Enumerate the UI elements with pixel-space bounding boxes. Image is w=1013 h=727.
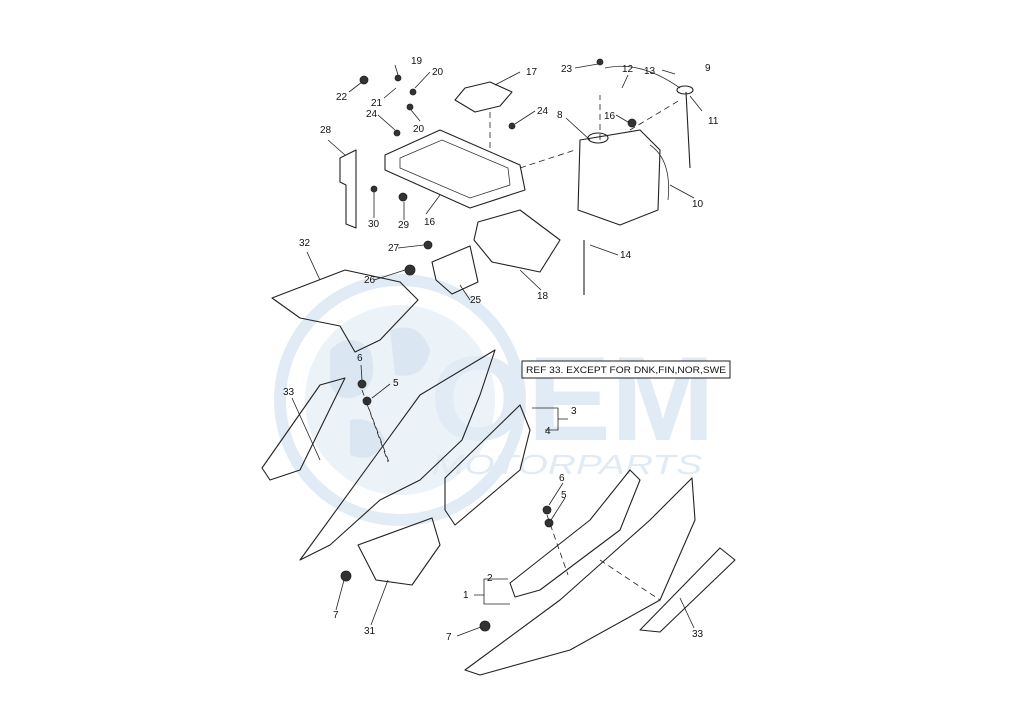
- part-24-bolt-b: [508, 122, 516, 130]
- callout-16-a: 16: [604, 111, 616, 122]
- callout-27: 27: [388, 243, 400, 254]
- part-16-bolt: [627, 118, 637, 128]
- callout-33-a: 33: [283, 387, 295, 398]
- callout-6-a: 6: [357, 353, 363, 364]
- part-24-bolt-a: [393, 129, 401, 137]
- callout-17: 17: [526, 67, 538, 78]
- part-25-bracket: [431, 245, 479, 295]
- bracket-3-4: [532, 407, 568, 431]
- part-20-nut-b: [406, 103, 414, 111]
- part-19-clip: [394, 74, 402, 82]
- callout-13: 13: [644, 66, 656, 77]
- part-5-washer-b: [544, 518, 554, 528]
- watermark: OEM MOTORPARTS: [274, 274, 715, 526]
- upper-dash-lines: [489, 95, 681, 169]
- part-4-panel: [444, 404, 531, 526]
- callout-12: 12: [622, 64, 634, 75]
- watermark-logo: OEM: [430, 332, 715, 466]
- callout-22: 22: [336, 92, 348, 103]
- callout-29: 29: [398, 220, 410, 231]
- callout-30: 30: [368, 219, 380, 230]
- part-18-panel: [473, 209, 561, 273]
- part-20-nut-a: [409, 88, 417, 96]
- callout-24-a: 24: [366, 109, 378, 120]
- part-11-cap: [676, 85, 694, 95]
- callout-31: 31: [364, 626, 376, 637]
- watermark-ring: [274, 274, 526, 526]
- callout-2: 2: [487, 573, 493, 584]
- callout-3: 3: [571, 406, 577, 417]
- part-1-side-cover-right: [464, 477, 696, 676]
- callout-7-b: 7: [446, 632, 452, 643]
- watermark-globe-land: [330, 327, 430, 458]
- part-6-screw-a: [357, 379, 367, 389]
- callout-23: 23: [561, 64, 573, 75]
- callout-4: 4: [545, 426, 551, 437]
- upper-parts: [271, 58, 694, 353]
- callout-8: 8: [557, 110, 563, 121]
- lower-parts: [261, 349, 736, 676]
- lower-dash-lines: [361, 389, 661, 601]
- part-10-pipe: [649, 144, 669, 201]
- part-16-plate: [384, 129, 526, 209]
- callout-20-b: 20: [413, 124, 425, 135]
- callout-10: 10: [692, 199, 704, 210]
- part-11-dipstick: [685, 91, 691, 169]
- callout-18: 18: [537, 291, 549, 302]
- part-7-grommet-b: [479, 620, 491, 632]
- callout-1: 1: [463, 590, 469, 601]
- callout-labels: 19 20 20 17 23 12 13 9 22 21 24 24 8 16 …: [283, 56, 719, 643]
- callout-32: 32: [299, 238, 311, 249]
- bracket-1-2: [474, 578, 510, 605]
- callout-28: 28: [320, 125, 332, 136]
- callout-26: 26: [364, 275, 376, 286]
- part-27-bolt: [423, 240, 433, 250]
- callout-20-a: 20: [432, 67, 444, 78]
- part-30-screw: [370, 185, 378, 193]
- part-33-decal-left: [261, 377, 346, 481]
- part-7-grommet-a: [340, 570, 352, 582]
- callout-14: 14: [620, 250, 632, 261]
- callout-19: 19: [411, 56, 423, 67]
- part-8-tank: [577, 129, 661, 226]
- callout-24-b: 24: [537, 106, 549, 117]
- reference-note: REF 33. EXCEPT FOR DNK,FIN,NOR,SWE: [521, 360, 731, 379]
- reference-note-box: [521, 360, 731, 379]
- part-33-decal-right: [639, 547, 736, 633]
- watermark-subtext: MOTORPARTS: [432, 449, 702, 480]
- callout-5-b: 5: [561, 490, 567, 501]
- callout-16-b: 16: [424, 217, 436, 228]
- part-26-grommet: [404, 264, 416, 276]
- callout-33-b: 33: [692, 629, 704, 640]
- part-29-grommet: [398, 192, 408, 202]
- part-6-screw-b: [542, 505, 552, 515]
- part-32-sheet: [271, 269, 419, 353]
- reference-note-text: REF 33. EXCEPT FOR DNK,FIN,NOR,SWE: [526, 365, 726, 376]
- grouping-brackets: [474, 407, 568, 605]
- callout-6-b: 6: [559, 473, 565, 484]
- part-16-plate-inner: [399, 139, 511, 199]
- callout-leaders: [291, 63, 703, 637]
- part-23-bolt: [596, 58, 604, 66]
- part-17-pad: [454, 81, 513, 113]
- callout-7-a: 7: [333, 610, 339, 621]
- callout-5-a: 5: [393, 378, 399, 389]
- callout-9: 9: [705, 63, 711, 74]
- callout-25: 25: [470, 295, 482, 306]
- callout-21: 21: [371, 98, 383, 109]
- part-3-side-cover-left: [299, 349, 496, 561]
- part-2-panel: [509, 469, 641, 598]
- part-31-bracket: [357, 517, 441, 586]
- part-28-bracket: [339, 149, 357, 229]
- callout-11: 11: [708, 116, 719, 127]
- part-12-hose: [604, 65, 681, 89]
